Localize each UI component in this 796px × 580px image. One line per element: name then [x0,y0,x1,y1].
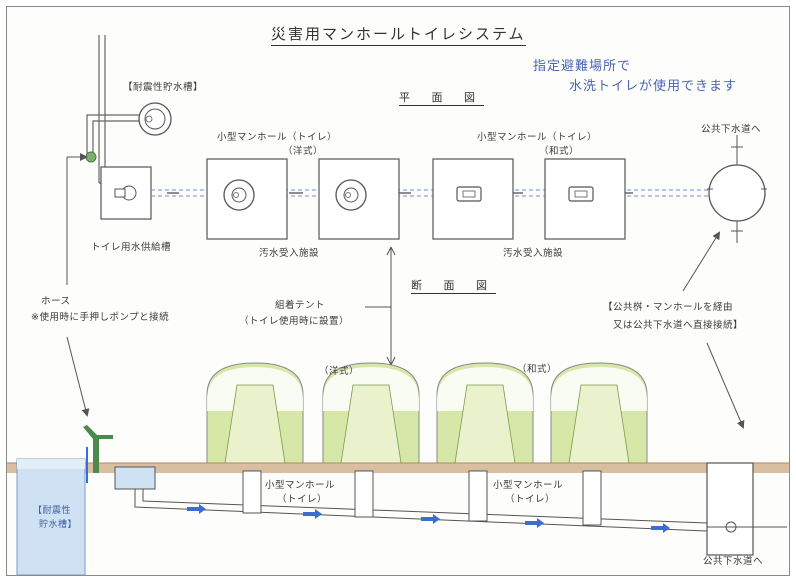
diagram-frame: 災害用マンホールトイレシステム 指定避難場所で 水洗トイレが使用できます 【耐震… [6,6,790,576]
sewer-callout-up [682,231,721,292]
riser-2 [354,470,374,518]
section-sewer-pipe [134,489,708,532]
diagram-canvas [7,35,789,575]
tent-note: （トイレ使用時に設置） [239,316,350,327]
plan-western-type: （洋式） [283,146,324,157]
plan-pipe [98,35,117,184]
flow-arrow-icon [421,514,440,524]
plan-japanese-title: 小型マンホール（トイレ） [477,132,598,143]
tent-2 [322,362,420,464]
plan-manhole-japanese-2 [544,158,626,240]
plan-public-sewer [707,135,767,243]
hose-label: ホース [41,296,71,307]
tent-callout [365,246,396,366]
section-japanese-type: （和式） [517,364,558,375]
valve-icon [85,151,97,163]
plan-manhole-japanese-1 [432,158,514,240]
flow-arrow-icon [187,504,206,514]
plan-manhole-western-1 [206,158,288,240]
plan-view [66,35,767,285]
sewer-note-1: 【公共桝・マンホールを経由 [603,302,734,313]
diagram-title: 災害用マンホールトイレシステム [271,23,526,46]
plan-tank-label: 【耐震性貯水槽】 [123,82,204,93]
section-storage-tank [16,458,86,575]
section-manhole-2-sub: （トイレ） [505,494,556,505]
plan-japanese-type: （和式） [539,146,580,157]
sewer-note-2: 又は公共下水道へ直接接続】 [613,320,744,331]
tank-pipe [86,114,147,159]
tent-4 [550,362,648,464]
hose-callout [66,336,90,417]
section-view [7,362,789,575]
riser-1 [242,470,262,514]
flow-arrows [187,504,670,533]
flow-arrow-icon [651,523,670,533]
subtitle-line-1: 指定避難場所で [533,59,632,74]
ground-surface [7,463,789,473]
section-to-sewer: 公共下水道へ [703,556,764,567]
sewer-callout-down [706,342,745,429]
sewage-facility-label-2: 汚水受入施設 [503,248,564,259]
flow-arrow-icon [303,509,322,519]
plan-manhole-western-2 [318,158,400,240]
flow-arrow-icon [525,518,544,528]
subtitle-line-2: 水洗トイレが使用できます [569,79,738,94]
section-manhole-1-sub: （トイレ） [277,494,328,505]
plan-storage-tank [138,102,172,136]
section-tank-label-1: 【耐震性 [33,506,72,516]
tent-3 [436,362,534,464]
plan-to-sewer: 公共下水道へ [701,124,762,135]
riser-3 [468,470,488,522]
sewage-facility-label-1: 汚水受入施設 [259,248,320,259]
section-public-sewer [706,462,787,556]
section-supply-tank [114,466,156,490]
tent-label: 組着テント [275,300,326,311]
riser-4 [582,470,602,526]
section-western-type: （洋式） [319,366,360,377]
section-tank-label-2: 貯水槽】 [39,520,78,530]
section-manhole-2: 小型マンホール [493,480,564,491]
supply-tank-label: トイレ用水供給槽 [91,242,172,253]
tent-1 [206,362,304,464]
section-manhole-1: 小型マンホール [265,480,336,491]
section-view-heading: 断 面 図 [411,279,496,294]
plan-view-heading: 平 面 図 [399,91,484,106]
plan-western-title: 小型マンホール（トイレ） [217,132,338,143]
hose-note: ※使用時に手押しポンプと接続 [31,312,170,323]
hand-pump-icon [83,425,113,483]
